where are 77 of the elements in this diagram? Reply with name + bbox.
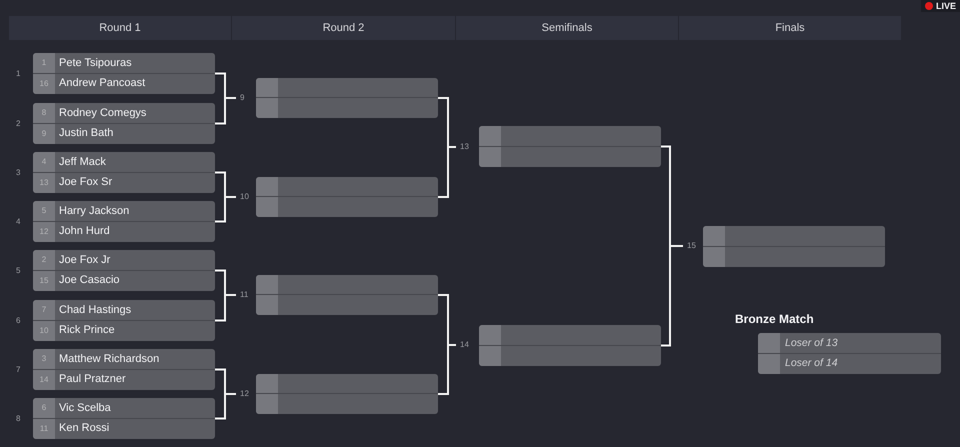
player-name: Andrew Pancoast [59,77,146,90]
player-name: Chad Hastings [59,304,132,317]
player-name: Rick Prince [59,324,115,338]
seed-number: 15 [40,276,48,286]
match-number: 5 [16,264,20,276]
player-name: Harry Jackson [59,204,130,218]
seed-number: 4 [42,157,46,168]
bracket-line [215,393,236,420]
bracket-line [215,97,236,124]
seed-number: 13 [40,178,48,188]
match-card [33,250,215,291]
seed-number: 11 [40,424,48,434]
player-name: Loser of 13 [785,336,838,350]
seed-number: 8 [42,108,46,118]
match-card [479,325,661,366]
column-header: Round 1 [9,16,231,40]
column-header: Finals [679,16,901,40]
match-number: 15 [687,240,696,252]
seed-number: 16 [40,78,48,89]
player-name: John Hurd [59,225,110,238]
player-name: Justin Bath [59,127,114,140]
player-name: Joe Fox Jr [59,254,110,267]
match-number: 9 [240,92,244,104]
match-number: 6 [16,314,20,326]
match-card [33,152,215,193]
seed-number: 12 [40,226,48,237]
match-number: 14 [460,339,469,351]
player-name: Rodney Comegys [59,106,146,120]
player-name: Joe Casacio [59,274,120,288]
seed-number: 2 [42,255,46,266]
seed-number: 10 [40,326,48,336]
match-card [256,78,438,118]
player-name: Loser of 14 [785,357,838,370]
match-card [33,53,215,94]
match-card [33,398,215,439]
player-name: Paul Pratzner [59,373,126,386]
seed-number: 7 [42,305,46,316]
match-card [256,374,438,414]
match-number: 11 [240,289,248,301]
match-number: 1 [16,68,20,80]
column-header: Round 2 [232,16,455,40]
seed-number: 6 [42,403,46,414]
match-number: 7 [16,364,20,376]
match-number: 13 [460,141,469,153]
match-number: 12 [240,388,249,400]
bracket-line [438,146,456,198]
match-card [33,349,215,390]
bracket-line [215,196,236,222]
section-heading: Bronze Match [735,312,814,327]
match-number: 8 [16,412,20,424]
bracket-line [661,245,683,346]
match-card [479,126,661,167]
bracket-line [438,344,456,395]
bracket-line [215,294,236,322]
match-card [256,177,438,217]
match-card [33,300,215,341]
match-number: 4 [16,216,20,228]
player-name: Pete Tsipouras [59,56,132,70]
player-name: Joe Fox Sr [59,176,112,190]
player-name: Jeff Mack [59,156,106,169]
seed-number: 5 [42,206,46,216]
seed-number: 14 [40,374,48,385]
match-number: 3 [16,166,20,178]
match-card [33,201,215,242]
match-card [33,103,215,144]
seed-number: 3 [42,354,46,364]
match-number: 10 [240,191,249,203]
column-header: Semifinals [456,16,678,40]
match-number: 2 [16,118,20,130]
seed-number: 1 [42,58,46,68]
live-status: LIVE [936,1,956,11]
player-name: Vic Scelba [59,402,111,415]
match-card [256,275,438,315]
player-name: Ken Rossi [59,422,110,436]
match-card [703,226,885,267]
seed-number: 9 [42,128,46,139]
player-name: Matthew Richardson [59,352,160,366]
